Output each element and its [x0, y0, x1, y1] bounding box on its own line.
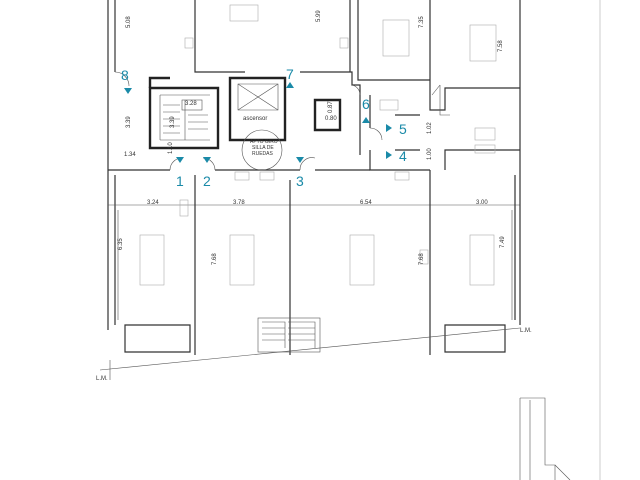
municipal-line-label-right: L.M.: [520, 328, 532, 334]
marker-8: 8: [121, 67, 129, 83]
dim-7-58: 7.58: [498, 40, 504, 52]
dim-0-80: 0.80: [325, 116, 337, 122]
dim-3-39-stair: 3.39: [170, 116, 176, 128]
dim-3-00: 3.00: [476, 200, 488, 206]
dim-1-00: 1.00: [427, 148, 433, 160]
dim-3-24: 3.24: [147, 200, 159, 206]
stair-core: [148, 76, 220, 150]
marker-7-arrow: [286, 82, 294, 88]
dimension-labels: 5.08 5.99 7.35 7.58 3.28 3.39 3.39 0.87 …: [118, 10, 506, 265]
elevator-label: ascensor: [243, 116, 267, 122]
marker-2-arrow: [203, 157, 211, 163]
dim-1-10: 1.10: [168, 142, 174, 154]
marker-4: 4: [399, 148, 407, 164]
wheelchair-turn-circle: [241, 129, 283, 171]
dim-3-78: 3.78: [233, 200, 245, 206]
marker-5-arrow: [386, 124, 392, 132]
dim-6-35: 6.35: [118, 238, 124, 250]
dim-7-35: 7.35: [419, 16, 425, 28]
marker-5: 5: [399, 121, 407, 137]
municipal-line: [99, 327, 521, 371]
dim-6-54: 6.54: [360, 200, 372, 206]
dim-5-08: 5.08: [126, 16, 132, 28]
elevator-shaft: [228, 76, 287, 142]
marker-6-arrow: [362, 117, 370, 123]
dim-3-39-left: 3.39: [126, 116, 132, 128]
marker-3: 3: [296, 173, 304, 189]
dim-7-49: 7.49: [500, 236, 506, 248]
marker-4-arrow: [386, 151, 392, 159]
marker-3-arrow: [296, 157, 304, 163]
dim-0-87: 0.87: [328, 101, 334, 113]
dim-5-99: 5.99: [316, 10, 322, 22]
turn-note-line-2: SILLA DE: [252, 145, 274, 151]
lower-units: [107, 170, 521, 355]
dim-3-28: 3.28: [185, 101, 197, 107]
municipal-line-label-left: L.M.: [96, 376, 108, 382]
marker-1-arrow: [176, 157, 184, 163]
dim-7-68-left: 7.68: [212, 253, 218, 265]
marker-6: 6: [362, 96, 370, 112]
wheelchair-turn-note: APTO GIRO SILLA DE RUEDAS: [250, 139, 278, 157]
dim-1-34: 1.34: [124, 152, 136, 158]
dim-7-68-right: 7.68: [419, 253, 425, 265]
lower-right-outline: [519, 0, 601, 480]
marker-2: 2: [203, 173, 211, 189]
upper-units: [107, 0, 521, 170]
marker-7: 7: [286, 66, 294, 82]
marker-1: 1: [176, 173, 184, 189]
dim-1-02: 1.02: [427, 122, 433, 134]
marker-8-arrow: [124, 88, 132, 94]
turn-note-line-1: APTO GIRO: [250, 139, 278, 145]
entrance-markers: 8 7 6 5 4 3 2 1: [121, 66, 407, 189]
turn-note-line-3: RUEDAS: [252, 151, 274, 157]
